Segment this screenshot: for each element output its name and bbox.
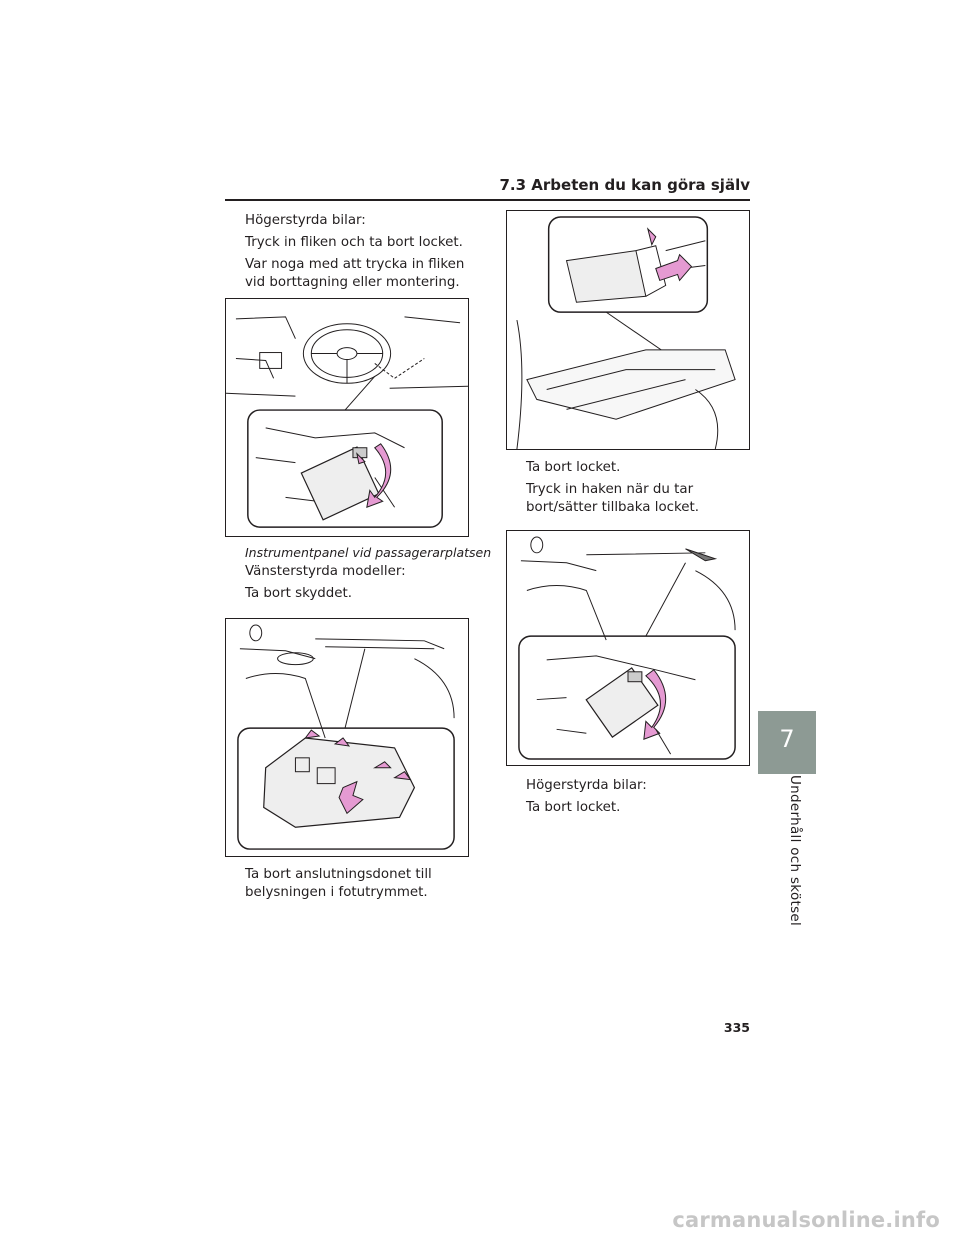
step-d-line-1: Ta bort locket. bbox=[526, 460, 621, 475]
step-a-line-2: Tryck in fliken och ta bort locket. bbox=[245, 235, 463, 250]
step-b-text: Vänsterstyrda modeller: Ta bort skyddet. bbox=[245, 563, 470, 607]
step-a-line-1: Högerstyrda bilar: bbox=[245, 213, 366, 228]
step-d-line-2: Tryck in haken när du tar bort/sätter ti… bbox=[526, 482, 700, 515]
step-a-text: Högerstyrda bilar: Tryck in fliken och t… bbox=[245, 212, 470, 296]
chapter-label: Underhåll och skötsel bbox=[787, 775, 803, 927]
step-b-line-2: Ta bort skyddet. bbox=[245, 586, 353, 601]
page-number: 335 bbox=[723, 1020, 750, 1035]
figure-connector bbox=[506, 210, 750, 450]
step-c-text: Ta bort anslutningsdonet till belysninge… bbox=[245, 866, 470, 906]
step-a-line-3: Var noga med att trycka in fliken vid bo… bbox=[245, 257, 465, 290]
step-b-line-1: Vänsterstyrda modeller: bbox=[245, 564, 406, 579]
section-title: 7.3 Arbeten du kan göra själv bbox=[499, 176, 751, 194]
step-e-line-2: Ta bort locket. bbox=[526, 800, 621, 815]
chapter-number: 7 bbox=[779, 725, 795, 753]
figure-caption: Instrumentpanel vid passagerarplatsen bbox=[245, 545, 492, 560]
step-d-text: Ta bort locket. Tryck in haken när du ta… bbox=[526, 459, 751, 521]
header-rule bbox=[225, 199, 750, 201]
step-e-text: Högerstyrda bilar: Ta bort locket. bbox=[526, 777, 751, 821]
watermark: carmanualsonline.info bbox=[672, 1208, 940, 1232]
step-c-line-1: Ta bort anslutningsdonet till belysninge… bbox=[245, 867, 432, 900]
figure-cover-lhd bbox=[225, 618, 469, 857]
figure-cover-rhd bbox=[506, 530, 750, 766]
step-e-line-1: Högerstyrda bilar: bbox=[526, 778, 647, 793]
figure-instrument-panel-rhd bbox=[225, 298, 469, 537]
chapter-tab: 7 bbox=[758, 711, 816, 774]
